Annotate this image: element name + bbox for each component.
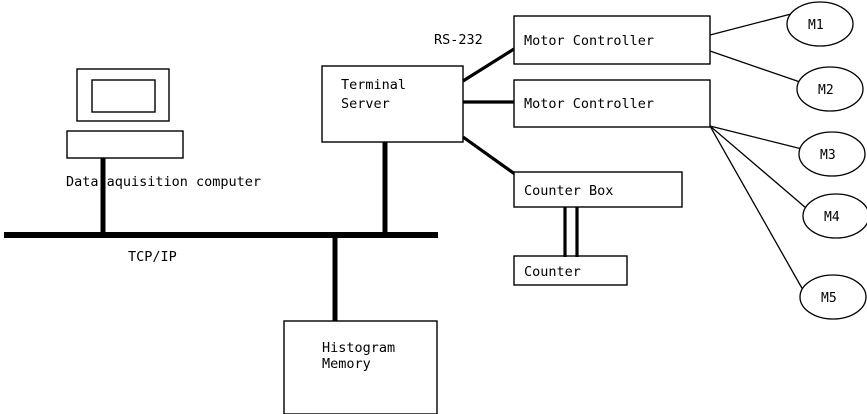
counter-box — [513, 255, 628, 286]
motor-controller-1-label: Motor Controller — [524, 33, 654, 49]
motor-m3-label: M3 — [820, 148, 836, 163]
link-motor-controller-2-to-m5 — [709, 125, 804, 291]
link-terminal-server-to-counter-box — [462, 135, 520, 179]
link-motor-controller-2-to-m4 — [709, 125, 807, 209]
computer-monitor-screen — [91, 79, 156, 113]
motor-m2-label: M2 — [818, 83, 834, 98]
histogram-memory-label-line2: Memory — [322, 356, 371, 372]
terminal-server-label-line1: Terminal — [341, 77, 406, 93]
tcpip-bus-label: TCP/IP — [128, 249, 177, 265]
link-terminal-server-to-motor-controller-1 — [462, 47, 515, 83]
motor-m2-ellipse — [796, 66, 864, 112]
counter-box-label: Counter Box — [524, 183, 613, 199]
motor-controller-2-label: Motor Controller — [524, 96, 654, 112]
motor-m1-ellipse — [786, 1, 854, 47]
motor-m4-ellipse — [802, 193, 867, 239]
histogram-memory-label-line1: Histogram — [322, 340, 395, 356]
histogram-memory-box — [283, 320, 438, 414]
computer-caption-label: Data aquisition computer — [66, 174, 261, 190]
rs232-link-label: RS-232 — [434, 32, 483, 48]
terminal-server-label-line2: Server — [341, 96, 390, 112]
link-motor-controller-1-to-m1 — [709, 13, 792, 36]
motor-controller-1-box — [513, 15, 711, 65]
motor-m3-ellipse — [798, 131, 866, 177]
link-motor-controller-2-to-m3 — [709, 125, 803, 150]
link-motor-controller-1-to-m2 — [709, 50, 801, 83]
counter-label: Counter — [524, 264, 581, 280]
motor-m4-label: M4 — [824, 210, 840, 225]
motor-m5-ellipse — [799, 274, 867, 320]
counter-box-box — [513, 171, 683, 208]
motor-m5-label: M5 — [821, 291, 837, 306]
terminal-server-box — [321, 65, 464, 143]
motor-m1-label: M1 — [808, 18, 824, 33]
motor-controller-2-box — [513, 79, 711, 128]
computer-base-unit — [66, 130, 184, 159]
